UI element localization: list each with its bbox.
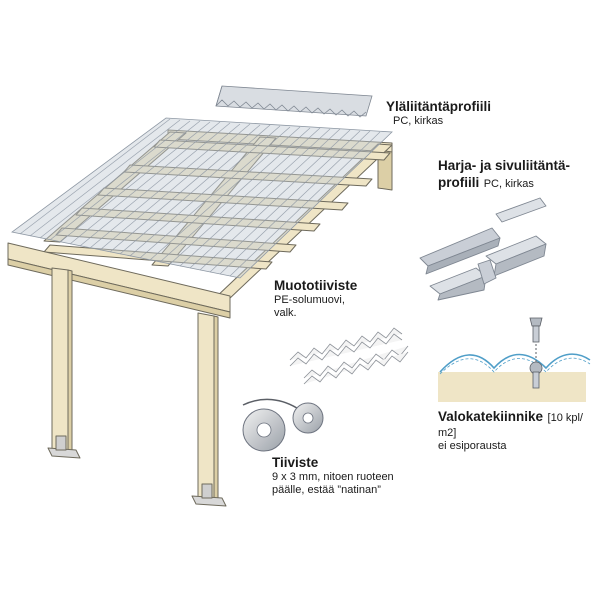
seal-tape-title: Tiiviste [272,455,319,470]
carport-frame [7,129,393,507]
shape-seals-illustration [289,327,409,385]
ridge-profile-title-line2: profiili [438,174,480,190]
seal-tape-illustration [242,398,324,452]
post-left [51,267,69,453]
shape-seal-title: Muototiiviste [274,278,358,293]
top-profile-illustration [215,85,373,118]
fastener-desc-line2: m2] [438,426,457,439]
ridge-profile-label: Harja- ja sivuliitäntä- profiili PC, kir… [438,158,570,193]
seal-tape-desc-line1: 9 x 3 mm, nitoen ruoteen [272,470,394,483]
seal-tape-label: Tiiviste 9 x 3 mm, nitoen ruoteen päälle… [272,455,394,497]
ridge-profile-title-line1: Harja- ja sivuliitäntä- [438,158,571,173]
fastener-label: Valokatekiinnike [10 kpl/ m2] ei esipora… [438,408,583,453]
top-profile-desc: PC, kirkas [393,114,444,127]
fastener-desc-line3: ei esiporausta [438,439,507,452]
post-feet [47,435,227,507]
ridge-profile-desc: PC, kirkas [483,177,534,190]
ridge-profiles-illustration [419,197,547,301]
shape-seal-label: Muototiiviste PE-solumuovi, valk. [274,278,357,320]
fastener-illustration [438,317,591,402]
roof-panels [11,117,393,279]
top-profile-title: Yläliitäntäprofiili [386,99,492,114]
post-right [197,312,215,501]
seal-tape-desc-line2: päälle, estää ”natinan” [272,483,381,496]
shape-seal-desc-line2: valk. [274,306,297,319]
fastener-desc-line1: [10 kpl/ [547,412,583,424]
shape-seal-desc-line1: PE-solumuovi, [274,293,345,306]
top-profile-label: Yläliitäntäprofiili PC, kirkas [386,99,491,128]
fastener-title: Valokatekiinnike [438,409,544,424]
